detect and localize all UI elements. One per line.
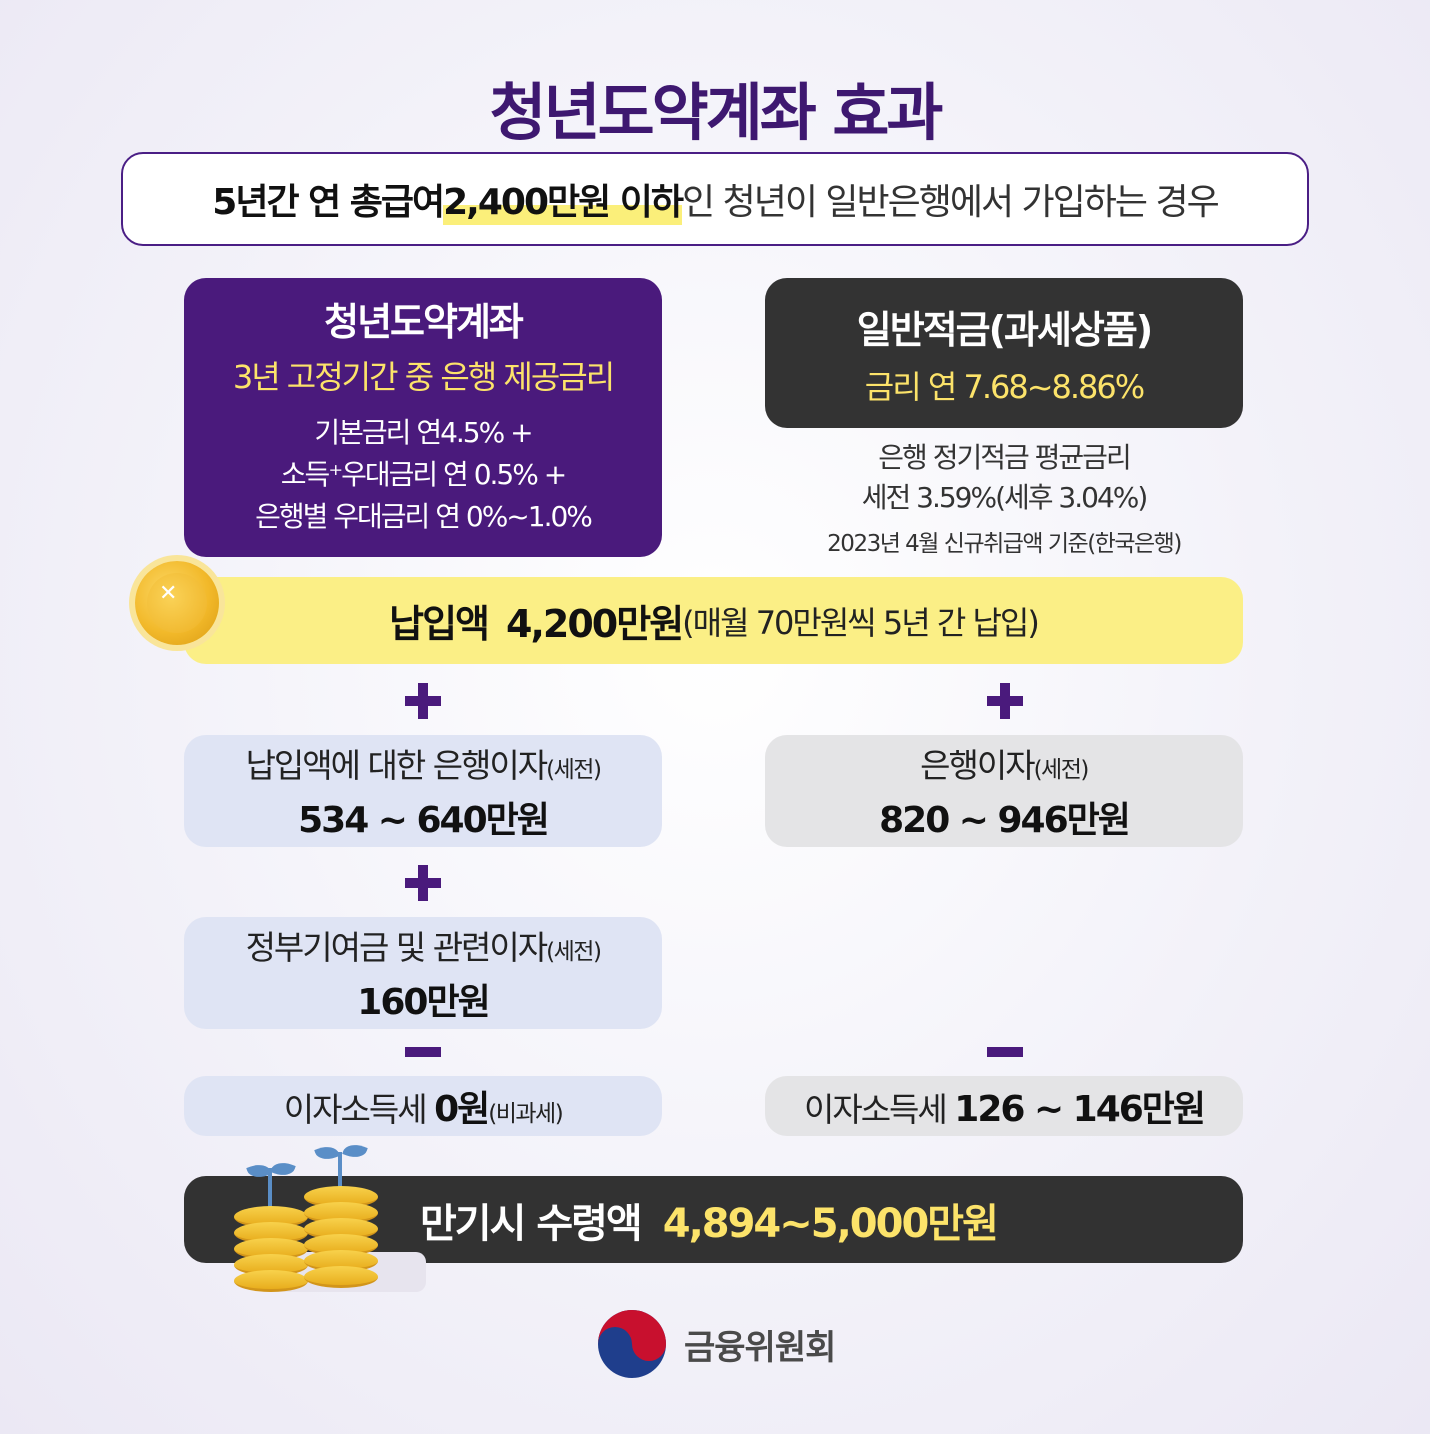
fsc-logo: 금융위원회 <box>596 1306 856 1382</box>
coin-stack-sprout-icon <box>226 1140 426 1296</box>
logo-name: 금융위원회 <box>684 1327 836 1368</box>
youth-rate-line: 기본금리 연4.5% + <box>314 416 533 449</box>
coin-icon: ✕ <box>135 561 219 645</box>
minus-icon <box>403 1032 443 1072</box>
deposit-value: 4,200만원 <box>506 602 684 646</box>
right-bank-interest-title: 은행이자 <box>920 746 1035 785</box>
right-bank-interest-tag: (세전) <box>1033 757 1090 783</box>
left-tax-box: 이자소득세 0원(비과세) <box>184 1076 662 1136</box>
right-bank-interest-box: 은행이자(세전) 820 ~ 946만원 <box>765 735 1243 847</box>
left-tax-label: 이자소득세 <box>283 1090 435 1129</box>
left-bank-interest-title: 납입액에 대한 은행이자 <box>245 746 549 785</box>
plus-icon <box>985 681 1025 721</box>
left-tax-value: 0원 <box>434 1089 490 1130</box>
minus-icon <box>985 1032 1025 1072</box>
taegeuk-emblem-icon <box>596 1308 668 1380</box>
right-tax-value: 126 ~ 146만원 <box>954 1089 1206 1130</box>
deposit-note: (매월 70만원씩 5년 간 납입) <box>682 603 1040 642</box>
condition-banner: 5년간 연 총급여 2,400만원 이하 인 청년이 일반은행에서 가입하는 경… <box>121 152 1309 246</box>
general-savings-note: 은행 정기적금 평균금리 세전 3.59%(세후 3.04%) 2023년 4월… <box>765 438 1243 558</box>
youth-account-card: 청년도약계좌 3년 고정기간 중 은행 제공금리 기본금리 연4.5% + 소득… <box>184 278 662 557</box>
youth-account-heading: 청년도약계좌 <box>324 300 524 344</box>
general-savings-card: 일반적금(과세상품) 금리 연 7.68~8.86% <box>765 278 1243 428</box>
left-bank-interest-box: 납입액에 대한 은행이자(세전) 534 ~ 640만원 <box>184 735 662 847</box>
right-bank-interest-value: 820 ~ 946만원 <box>879 800 1131 841</box>
youth-rate-line: 소득⁺우대금리 연 0.5% + <box>280 458 567 491</box>
maturity-label: 만기시 수령액 <box>420 1200 643 1247</box>
page-title: 청년도약계좌 효과 <box>489 76 944 149</box>
condition-suffix: 인 청년이 일반은행에서 가입하는 경우 <box>682 182 1220 223</box>
general-note-source: 2023년 4월 신규취급액 기준(한국은행) <box>827 531 1182 557</box>
right-tax-box: 이자소득세 126 ~ 146만원 <box>765 1076 1243 1136</box>
left-bank-interest-value: 534 ~ 640만원 <box>298 800 550 841</box>
condition-highlight: 2,400만원 이하 <box>443 173 684 225</box>
youth-account-subheading: 3년 고정기간 중 은행 제공금리 <box>232 358 615 396</box>
gov-contribution-box: 정부기여금 및 관련이자(세전) 160만원 <box>184 917 662 1029</box>
general-savings-heading: 일반적금(과세상품) <box>856 307 1153 352</box>
youth-rate-line: 은행별 우대금리 연 0%~1.0% <box>255 500 593 533</box>
right-tax-label: 이자소득세 <box>803 1090 955 1129</box>
condition-prefix: 5년간 연 총급여 <box>212 182 445 223</box>
plus-icon <box>403 863 443 903</box>
general-note-line: 은행 정기적금 평균금리 <box>878 441 1131 474</box>
deposit-bar: 납입액 4,200만원 (매월 70만원씩 5년 간 납입) <box>184 577 1243 664</box>
gov-contribution-title: 정부기여금 및 관련이자 <box>245 928 549 967</box>
deposit-label: 납입액 <box>389 602 490 646</box>
general-note-line: 세전 3.59%(세후 3.04%) <box>861 481 1149 514</box>
gov-contribution-tag: (세전) <box>546 939 602 965</box>
left-bank-interest-tag: (세전) <box>546 757 602 783</box>
gov-contribution-value: 160만원 <box>357 982 490 1023</box>
plus-icon <box>403 681 443 721</box>
general-savings-rate: 금리 연 7.68~8.86% <box>864 367 1145 406</box>
left-tax-tag: (비과세) <box>488 1101 563 1127</box>
maturity-value: 4,894~5,000만원 <box>662 1200 999 1247</box>
